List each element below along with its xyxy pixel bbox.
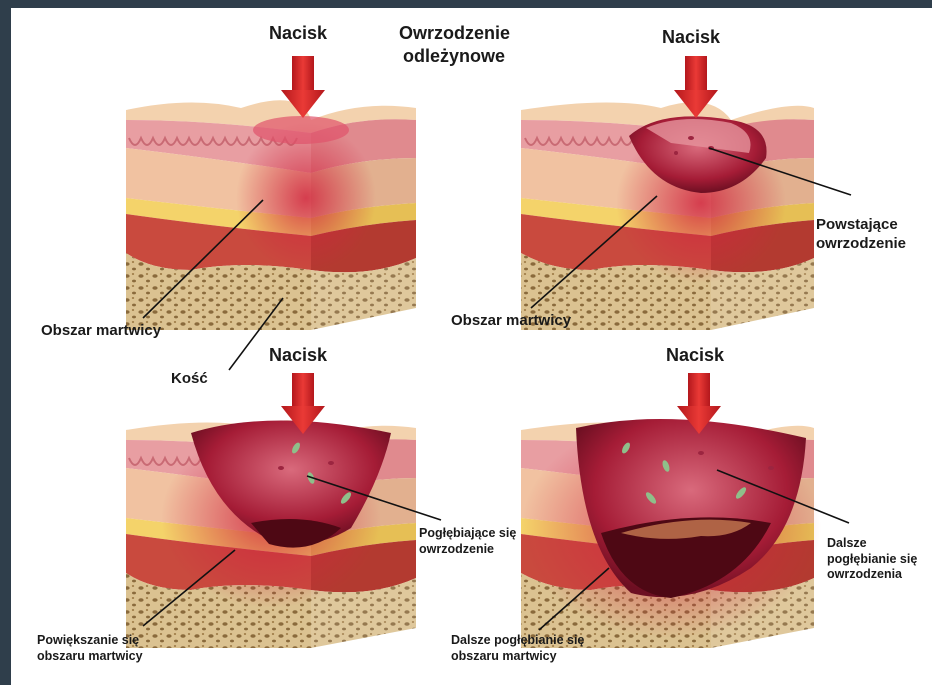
bone-label: Kość (171, 370, 208, 389)
ulcer-label-2: Powstające owrzodzenie (816, 216, 906, 254)
necrosis-label-2: Obszar martwicy (451, 312, 571, 331)
ulcer-label-4-line-3: owrzodzenia (827, 567, 917, 583)
ulcer-label-4: Dalsze pogłębianie się owrzodzenia (827, 536, 917, 583)
necrosis-label-1: Obszar martwicy (41, 322, 161, 341)
necrosis-label-4: Dalsze pogłębianie się obszaru martwicy (451, 633, 584, 664)
title-line-2: odleżynowe (399, 45, 509, 68)
pressure-label-4: Nacisk (666, 344, 724, 367)
diagram-frame: Nacisk Owrzodzenie odleżynowe Nacisk Obs… (11, 8, 932, 685)
necrosis-label-3-line-2: obszaru martwicy (37, 649, 143, 665)
pressure-ulcer-illustration (11, 8, 932, 685)
necrosis-label-4-line-2: obszaru martwicy (451, 649, 584, 665)
ulcer-label-3-line-1: Pogłębiające się (419, 526, 516, 542)
skin-block-stage-3 (126, 420, 416, 648)
pressure-label-2: Nacisk (662, 26, 720, 49)
ulcer-label-2-line-1: Powstające (816, 216, 906, 235)
title-line-1: Owrzodzenie (399, 22, 509, 45)
ulcer-label-2-line-2: owrzodzenie (816, 235, 906, 254)
ulcer-label-3-line-2: owrzodzenie (419, 542, 516, 558)
ulcer-label-4-line-1: Dalsze (827, 536, 917, 552)
diagram-title: Owrzodzenie odleżynowe (399, 22, 509, 67)
necrosis-label-3: Powiększanie się obszaru martwicy (37, 633, 143, 664)
necrosis-label-4-line-1: Dalsze pogłębianie się (451, 633, 584, 649)
pressure-label-3: Nacisk (269, 344, 327, 367)
skin-block-stage-2 (521, 102, 814, 330)
necrosis-label-3-line-1: Powiększanie się (37, 633, 143, 649)
skin-block-stage-4 (521, 418, 821, 648)
ulcer-label-3: Pogłębiające się owrzodzenie (419, 526, 516, 557)
skin-block-stage-1 (126, 100, 416, 330)
ulcer-label-4-line-2: pogłębianie się (827, 552, 917, 568)
pressure-label-1: Nacisk (269, 22, 327, 45)
